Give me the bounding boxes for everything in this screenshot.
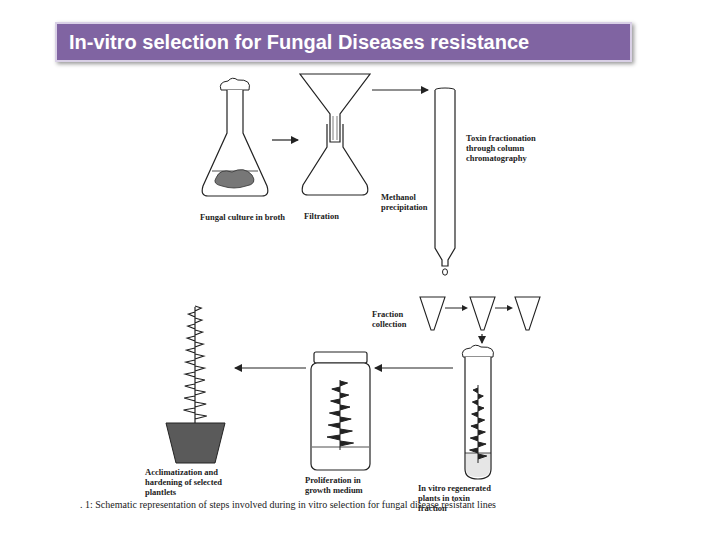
flow-arrow [481, 334, 482, 343]
step-label: Filtration [304, 212, 374, 222]
step-illustration [430, 88, 460, 273]
process-step: Filtration [300, 72, 370, 197]
step-illustration [200, 78, 270, 198]
process-step: Fraction collection [415, 292, 545, 332]
step-illustration [415, 292, 545, 332]
title-text: In-vitro selection for Fungal Diseases r… [57, 24, 630, 54]
step-label: Fungal culture in broth [200, 213, 290, 223]
step-label: Toxin fractionation through column chrom… [466, 134, 554, 163]
figure-caption: . 1: Schematic representation of steps i… [80, 499, 680, 510]
step-illustration [300, 72, 370, 197]
process-step: Fungal culture in broth [200, 78, 270, 198]
flow-arrow [235, 367, 306, 368]
process-step: Acclimatization and hardening of selecte… [158, 305, 233, 465]
flow-arrow [375, 367, 453, 368]
step-label: Proliferation in growth medium [305, 476, 383, 496]
step-illustration [158, 305, 233, 465]
step-label: Fraction collection [372, 310, 416, 330]
step-label: Acclimatization and hardening of selecte… [145, 468, 249, 497]
step-illustration [455, 345, 500, 480]
step-note: Methanol precipitation [381, 193, 441, 213]
step-illustration [308, 352, 373, 472]
flow-arrow [372, 89, 428, 90]
process-step: Proliferation in growth medium [308, 352, 373, 472]
title-banner: In-vitro selection for Fungal Diseases r… [55, 22, 632, 62]
process-step: In vitro regenerated plants in toxin fra… [455, 345, 500, 480]
flow-arrow [272, 139, 298, 140]
process-step: Toxin fractionation through column chrom… [430, 88, 460, 273]
